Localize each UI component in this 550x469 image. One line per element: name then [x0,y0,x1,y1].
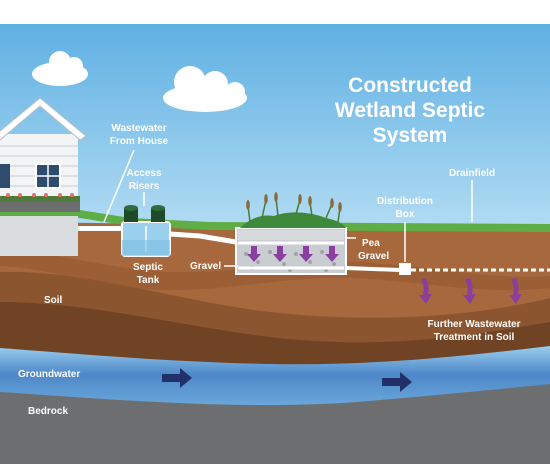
wetland-pea-gravel [238,230,344,240]
septic-tank [121,221,171,257]
house-window-left [0,164,10,188]
label-further-treatment-line-2: Treatment in Soil [434,332,515,343]
house-pipe [78,226,124,231]
house-deck [0,202,80,212]
label-access-risers-line-1: Access [126,168,161,179]
purple-arrow-icon [299,246,313,262]
callout-wastewater [103,149,135,223]
access-riser-right [151,208,165,222]
house-foundation [0,216,78,256]
purple-arrow-icon [419,278,432,304]
navy-arrow-icon [162,368,192,388]
house-flowers [6,193,74,197]
wetland-plants [240,192,346,228]
soil-deep-layer [0,300,550,365]
house-roof [0,97,87,141]
label-gravel: Gravel [190,261,221,272]
label-drainfield: Drainfield [449,168,495,179]
label-pea-gravel-line-2: Gravel [358,251,389,262]
house [0,97,87,256]
label-soil: Soil [44,295,63,306]
label-wastewater-line-2: From House [110,136,169,147]
diagram-title: Constructed Wetland Septic System [335,74,485,147]
label-pea-gravel-line-1: Pea [362,238,380,249]
tank-pipe [169,231,237,245]
cloud-left [32,51,88,86]
label-distribution-box-line-2: Box [396,209,415,220]
title-line-1: Constructed [348,74,472,97]
access-riser-left [124,208,138,222]
labels: Wastewater From House Access Risers Sept… [18,123,521,417]
access-risers [124,205,165,222]
label-bedrock: Bedrock [28,406,68,417]
cloud-center [163,66,247,112]
purple-arrow-icon [247,246,261,262]
label-groundwater: Groundwater [18,369,80,380]
wetland-pipe [345,266,401,272]
soil-flow-arrows [419,278,522,304]
label-wastewater-line-1: Wastewater [111,123,166,134]
callout-lines [103,149,473,267]
purple-arrow-icon [463,278,476,304]
label-septic-tank-line-2: Tank [137,275,160,286]
purple-arrow-icon [509,278,522,304]
purple-arrow-icon [273,246,287,262]
navy-arrow-icon [382,372,412,392]
wetland-flow-arrows [247,246,339,262]
title-line-3: System [373,124,448,147]
purple-arrow-icon [325,246,339,262]
bedrock-layer [0,380,550,464]
label-access-risers-line-2: Risers [129,181,160,192]
house-shrubs [0,196,80,202]
label-further-treatment-line-1: Further Wastewater [428,319,521,330]
distribution-box [399,263,411,275]
title-line-2: Wetland Septic [335,99,485,122]
label-distribution-box-line-1: Distribution [377,196,433,207]
label-septic-tank-line-1: Septic [133,262,163,273]
groundwater-flow-arrows [162,368,412,392]
